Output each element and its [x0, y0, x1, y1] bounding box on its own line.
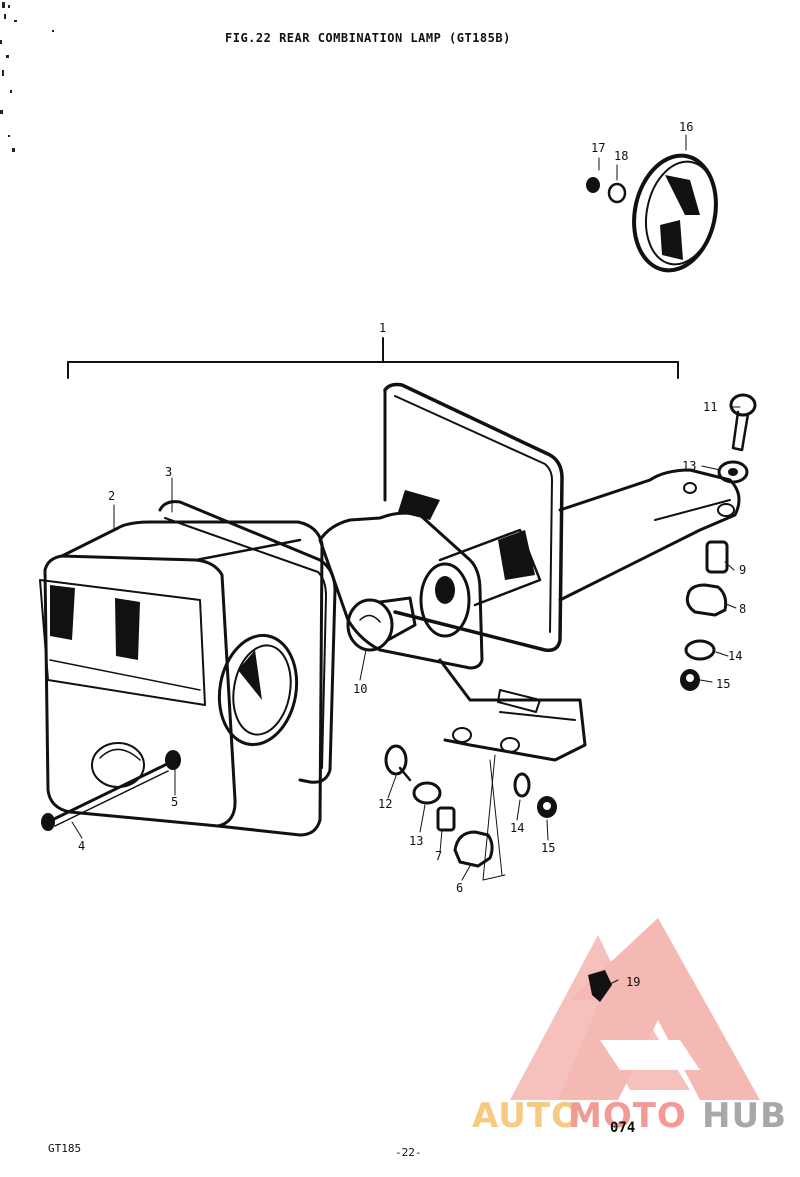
hardware-right [680, 393, 757, 691]
lamp-base-bracket [318, 382, 741, 762]
part-label-3: 3 [165, 465, 172, 479]
footer-model: GT185 [48, 1142, 81, 1155]
part-label-18: 18 [614, 149, 628, 163]
watermark-hub: HUB [702, 1096, 787, 1136]
part-label-2: 2 [108, 489, 115, 503]
part-label-10: 10 [353, 682, 367, 696]
part-label-7: 7 [435, 849, 442, 863]
part-label-13a: 13 [682, 459, 696, 473]
leader-lines [71, 406, 741, 985]
part-label-14b: 14 [510, 821, 524, 835]
figure-title: FIG.22 REAR COMBINATION LAMP (GT185B) [225, 31, 511, 45]
watermark-text: AUTO MOTO HUB [472, 1096, 787, 1136]
bulb [346, 596, 417, 652]
watermark-logo [510, 918, 760, 1100]
part-label-16: 16 [679, 120, 693, 134]
watermark-auto: AUTO [472, 1096, 581, 1136]
watermark-moto: MOTO [568, 1096, 687, 1136]
part-label-1: 1 [379, 321, 386, 335]
part-label-15b: 15 [541, 841, 555, 855]
assembly-bracket [67, 337, 679, 379]
scan-speckles [0, 2, 54, 152]
part-label-6: 6 [456, 881, 463, 895]
reflector-assembly [586, 134, 718, 273]
part-label-17: 17 [591, 141, 605, 155]
part-label-19: 19 [626, 975, 640, 989]
part-label-8: 8 [739, 602, 746, 616]
part-label-12: 12 [378, 797, 392, 811]
part-label-4: 4 [78, 839, 85, 853]
part-label-9: 9 [739, 563, 746, 577]
part-label-5: 5 [171, 795, 178, 809]
hardware-bottom [384, 744, 612, 1002]
lamp-housing [39, 520, 324, 837]
footer-page: -22- [395, 1146, 422, 1159]
lamp-gasket [158, 500, 337, 784]
part-label-11: 11 [703, 400, 717, 414]
part-label-15a: 15 [716, 677, 730, 691]
long-screw [41, 763, 169, 831]
part-label-14a: 14 [728, 649, 742, 663]
part-label-13b: 13 [409, 834, 423, 848]
footer-code: 074 [610, 1120, 635, 1136]
